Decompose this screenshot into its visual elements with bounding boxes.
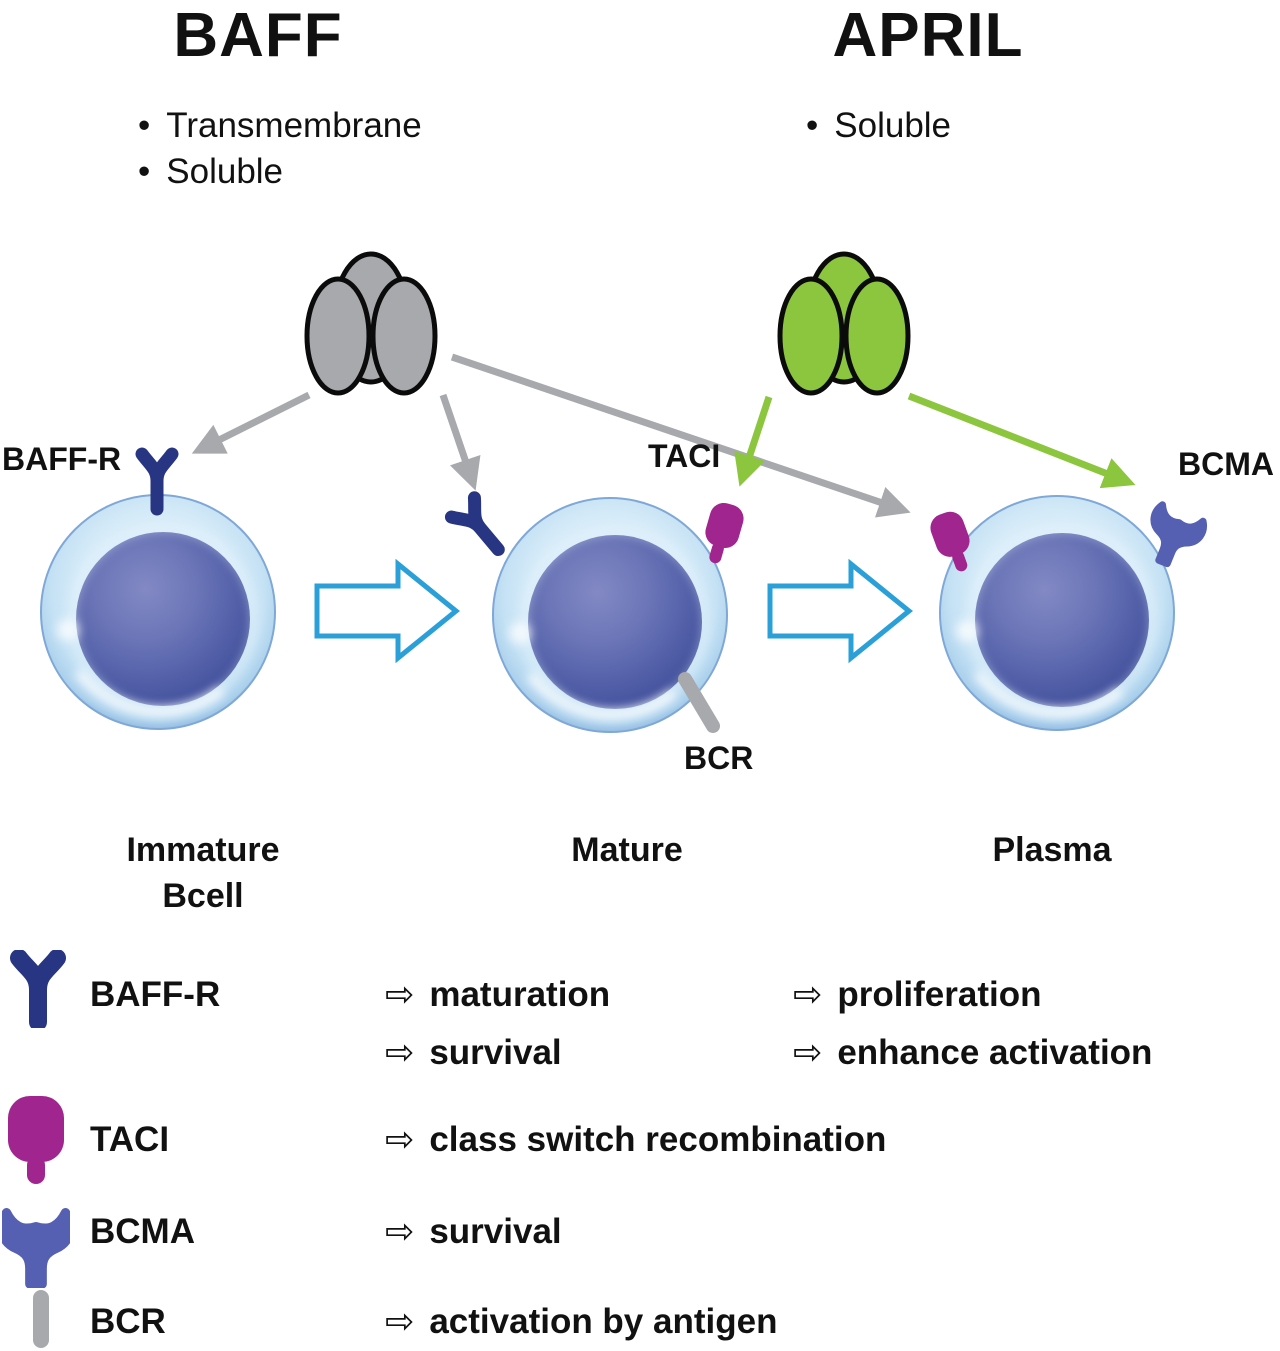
baff-arrow-to-mature xyxy=(439,393,481,491)
bcr-label: BCR xyxy=(684,740,754,776)
effect-arrow-icon: ⇨ xyxy=(385,975,415,1014)
baff-bullet-transmembrane: • Transmembrane xyxy=(138,106,422,145)
legend-effect-activation-antigen: ⇨ activation by antigen xyxy=(385,1302,778,1341)
legend-effect-maturation: ⇨ maturation xyxy=(385,975,611,1014)
effect-arrow-icon: ⇨ xyxy=(385,1302,415,1341)
taci-legend-icon xyxy=(8,1096,64,1184)
legend-bcr-name: BCR xyxy=(90,1302,166,1341)
effect-arrow-icon: ⇨ xyxy=(385,1212,415,1251)
flow-arrow-mature-to-plasma xyxy=(767,558,913,664)
effect-arrow-icon: ⇨ xyxy=(385,1033,415,1072)
april-bullet-soluble: • Soluble xyxy=(806,106,952,145)
bullet-dot-icon: • xyxy=(138,152,151,191)
bcma-legend-icon xyxy=(2,1208,70,1288)
bcr-receptor-mature xyxy=(678,672,720,733)
baff-trimer-shape xyxy=(307,254,435,393)
baff-bullet-soluble: • Soluble xyxy=(138,152,284,191)
bcr-legend-icon xyxy=(33,1290,49,1348)
baff-arrow-to-immature xyxy=(191,391,311,454)
april-trimer-shape xyxy=(780,254,908,393)
april-arrow-to-taci xyxy=(734,395,773,487)
bcma-label: BCMA xyxy=(1178,446,1274,482)
immature-bcell xyxy=(41,495,275,729)
baff-title: BAFF xyxy=(173,1,343,70)
baffr-legend-icon xyxy=(10,950,66,1028)
bullet-dot-icon: • xyxy=(138,106,151,145)
stage-label-mature: Mature xyxy=(571,831,683,869)
legend-effect-class-switch: ⇨ class switch recombination xyxy=(385,1120,887,1159)
baffr-label: BAFF-R xyxy=(2,441,122,477)
legend-baffr-name: BAFF-R xyxy=(90,975,221,1014)
april-title: APRIL xyxy=(832,1,1024,70)
stage-label-plasma: Plasma xyxy=(992,831,1112,869)
bullet-dot-icon: • xyxy=(806,106,819,145)
effect-arrow-icon: ⇨ xyxy=(793,1033,823,1072)
effect-arrow-icon: ⇨ xyxy=(793,975,823,1014)
legend-effect-enhance-activation: ⇨ enhance activation xyxy=(793,1033,1153,1072)
legend-taci-name: TACI xyxy=(90,1120,170,1159)
legend-effect-survival-bcma: ⇨ survival xyxy=(385,1212,562,1251)
taci-label: TACI xyxy=(648,438,721,474)
legend-effect-survival-baffr: ⇨ survival xyxy=(385,1033,562,1072)
legend-bcma-name: BCMA xyxy=(90,1212,195,1251)
baff-arrow-to-plasma xyxy=(450,353,911,518)
legend-effect-proliferation: ⇨ proliferation xyxy=(793,975,1042,1014)
baffr-receptor-mature xyxy=(451,498,509,559)
april-arrow-to-bcma xyxy=(907,392,1136,489)
effect-arrow-icon: ⇨ xyxy=(385,1120,415,1159)
plasma-cell xyxy=(940,496,1174,730)
flow-arrow-immature-to-mature xyxy=(314,558,460,664)
stage-label-immature: Immature Bcell xyxy=(126,831,280,915)
